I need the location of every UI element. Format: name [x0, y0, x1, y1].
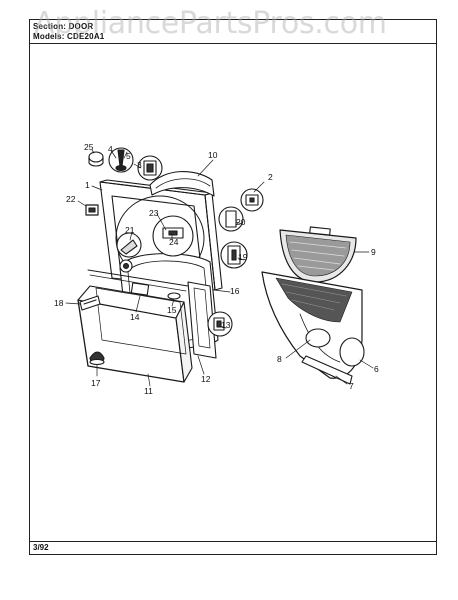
callout-6: 6: [374, 364, 379, 374]
callout-15: 15: [167, 305, 177, 315]
header-divider: [29, 43, 437, 44]
callout-12: 12: [201, 374, 211, 384]
callout-16: 16: [230, 286, 240, 296]
callout-21: 21: [125, 225, 135, 235]
footer-date: 3/92: [33, 543, 49, 552]
model-number: Models: CDE20A1: [33, 32, 105, 41]
callout-1: 1: [85, 180, 90, 190]
callout-8: 8: [277, 354, 282, 364]
callout-25: 25: [84, 142, 94, 152]
callout-13: 13: [221, 320, 231, 330]
door-panel: [77, 269, 193, 383]
callout-23: 23: [149, 208, 159, 218]
callout-14: 14: [130, 312, 140, 322]
callout-10: 10: [208, 150, 218, 160]
section-title: Section: DOOR: [33, 22, 94, 31]
diagram-frame: [29, 19, 437, 555]
callout-2: 2: [268, 172, 273, 182]
callout-4: 4: [108, 144, 113, 154]
lint-duct-housing: [261, 271, 365, 385]
lint-filter-screen: [279, 226, 357, 283]
callout-11: 11: [144, 386, 153, 396]
callout-18: 18: [54, 298, 64, 308]
callout-20: 20: [236, 217, 246, 227]
callout-7: 7: [349, 381, 354, 391]
callout-9: 9: [371, 247, 376, 257]
leader-lines: [65, 149, 374, 387]
callout-17: 17: [91, 378, 101, 388]
callout-3: 3: [137, 160, 142, 170]
callout-22: 22: [66, 194, 76, 204]
footer-divider: [29, 541, 437, 542]
callout-19: 19: [238, 252, 248, 262]
small-parts: [79, 147, 264, 366]
callout-labels: 1 2 3 4 5 6 7 8 9 10 11 12 13 14 15 16 1…: [54, 142, 379, 396]
callout-24: 24: [169, 237, 179, 247]
callout-5: 5: [126, 151, 131, 161]
